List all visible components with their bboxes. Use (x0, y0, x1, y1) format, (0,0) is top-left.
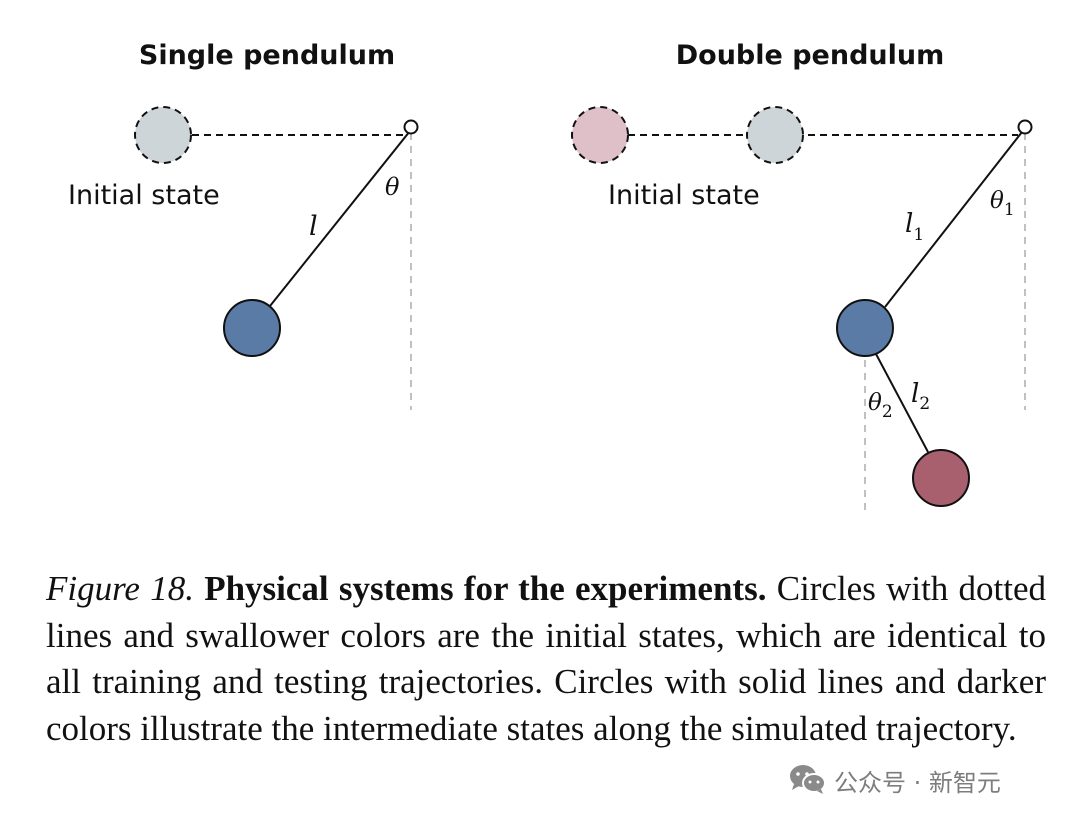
watermark-text: 公众号 · 新智元 (834, 768, 1001, 797)
figure-caption: Figure 18. Physical systems for the expe… (46, 566, 1046, 752)
double-length1-label: l1 (905, 209, 924, 245)
caption-title: Physical systems for the experiments. (204, 569, 767, 608)
single-initial-state-label: Initial state (68, 180, 220, 211)
single-initial-bob (134, 106, 192, 164)
double-angle2-label: θ2 (868, 390, 893, 422)
double-length2-label: l2 (911, 379, 930, 414)
single-bob (223, 299, 281, 357)
double-initial-bob-2 (571, 106, 629, 164)
single-angle-label: θ (385, 173, 400, 201)
pendulum-diagram: Single pendulum Initial state l θ Double… (68, 40, 1033, 512)
single-length-label: l (309, 211, 318, 242)
single-pendulum-title: Single pendulum (139, 40, 395, 71)
single-pivot (403, 119, 419, 135)
double-initial-bob-1 (746, 106, 804, 164)
double-rod-1 (884, 131, 1023, 308)
single-rod (269, 130, 411, 307)
double-angle1-label: θ1 (990, 188, 1015, 220)
caption-figure-number: Figure 18. (46, 569, 194, 608)
caption-body: Circles with dotted lines and swallower … (46, 569, 1047, 748)
double-initial-state-label: Initial state (608, 180, 760, 211)
double-pivot (1017, 119, 1033, 135)
double-bob-1 (836, 299, 894, 357)
double-rod-2 (875, 353, 929, 453)
wechat-icon (790, 765, 826, 794)
double-bob-2 (912, 449, 970, 507)
double-pendulum-title: Double pendulum (676, 40, 945, 71)
watermark: 公众号 · 新智元 (788, 760, 1001, 800)
